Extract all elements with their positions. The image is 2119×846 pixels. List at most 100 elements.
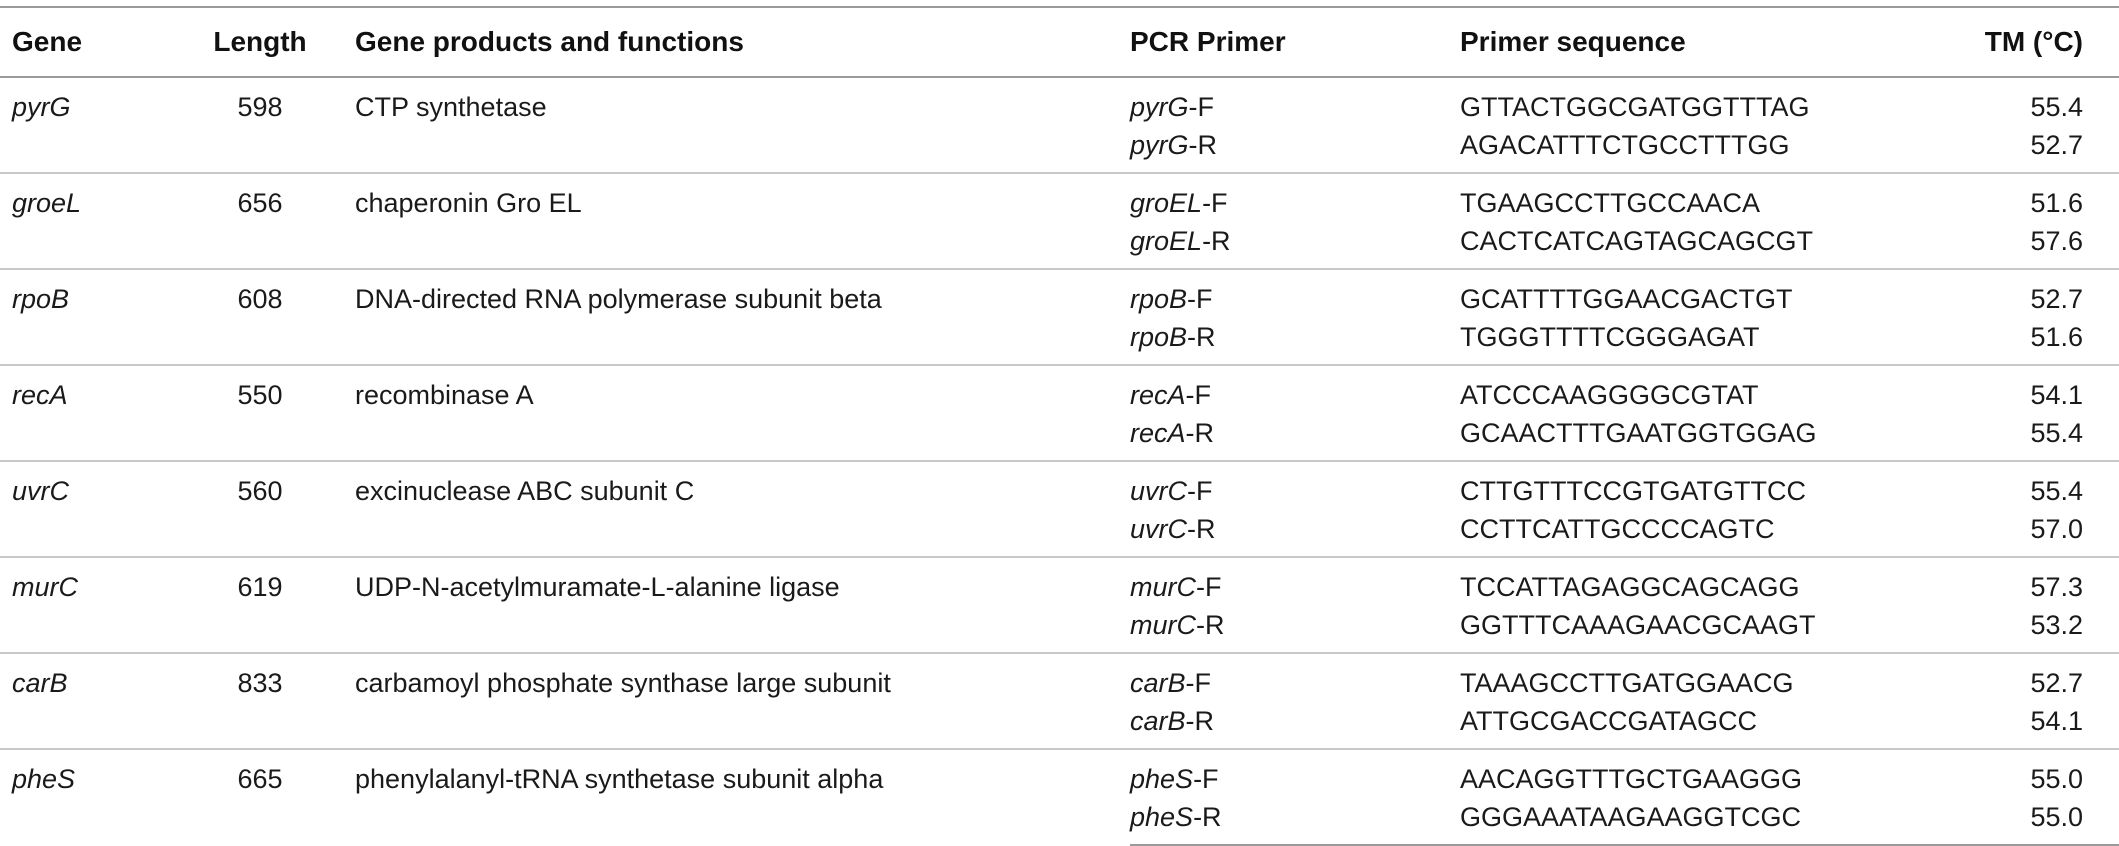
primer-suffix: -R <box>1202 226 1231 256</box>
table-row: rpoB-R TGGGTTTTCGGGAGAT 51.6 <box>0 318 2119 365</box>
primer-sequence: AACAGGTTTGCTGAAGGG <box>1460 748 1890 798</box>
gene-product: recombinase A <box>355 364 1130 461</box>
table-row: murC-R GGTTTCAAAGAACGCAAGT 53.2 <box>0 606 2119 653</box>
table-row: recA-R GCAACTTTGAATGGTGGAG 55.4 <box>0 414 2119 461</box>
primer-sequence: TGAAGCCTTGCCAACA <box>1460 172 1890 222</box>
primer-gene: carB <box>1130 668 1186 698</box>
primer-gene: murC <box>1130 610 1196 640</box>
table-body: pyrG 598 CTP synthetase pyrG-F GTTACTGGC… <box>0 77 2119 846</box>
header-length: Length <box>213 26 307 57</box>
primer-sequence: CTTGTTTCCGTGATGTTCC <box>1460 460 1890 510</box>
primer-sequence: TCCATTAGAGGCAGCAGG <box>1460 556 1890 606</box>
primer-tm: 57.6 <box>2030 226 2083 256</box>
table-row: groeL 656 chaperonin Gro EL groEL-F TGAA… <box>0 172 2119 269</box>
primer-sequence: TGGGTTTTCGGGAGAT <box>1460 322 1760 352</box>
primer-suffix: -F <box>1185 668 1212 698</box>
primer-name: pyrG-F <box>1130 77 1460 126</box>
primer-name: carB-R <box>1130 702 1460 749</box>
primer-gene: recA <box>1130 380 1186 410</box>
primer-tm: 51.6 <box>2030 322 2083 352</box>
primer-tm: 54.1 <box>2030 706 2083 736</box>
primer-suffix: -R <box>1188 130 1218 160</box>
primer-suffix: -R <box>1185 706 1215 736</box>
primer-gene: uvrC <box>1130 476 1188 506</box>
gene-product: chaperonin Gro EL <box>355 172 1130 269</box>
primer-suffix: -R <box>1187 514 1216 544</box>
gene-name: murC <box>0 556 165 653</box>
table-row: pyrG 598 CTP synthetase pyrG-F GTTACTGGC… <box>0 77 2119 126</box>
table-row: pyrG-R AGACATTTCTGCCTTTGG 52.7 <box>0 126 2119 173</box>
primer-tm: 52.7 <box>1890 652 2119 702</box>
gene-name: groeL <box>0 172 165 269</box>
primer-gene: murC <box>1130 572 1196 602</box>
primer-tm: 53.2 <box>2030 610 2083 640</box>
primer-gene: carB <box>1130 706 1186 736</box>
primer-tm: 55.0 <box>1890 798 2119 846</box>
gene-length: 833 <box>165 652 355 749</box>
primer-tm: 55.4 <box>1890 460 2119 510</box>
gene-name: recA <box>0 364 165 461</box>
primer-sequence: GGTTTCAAAGAACGCAAGT <box>1460 610 1816 640</box>
primer-gene: pheS <box>1130 764 1194 794</box>
primer-gene: groEL <box>1130 226 1203 256</box>
primer-gene: uvrC <box>1130 514 1188 544</box>
primer-name: pheS-F <box>1130 748 1460 798</box>
header-primer-sequence: Primer sequence <box>1460 26 1686 57</box>
header-products: Gene products and functions <box>355 26 744 57</box>
gene-length: 550 <box>165 364 355 461</box>
gene-product: excinuclease ABC subunit C <box>355 460 1130 557</box>
primer-sequence: CACTCATCAGTAGCAGCGT <box>1460 226 1814 256</box>
primer-gene: groEL <box>1130 188 1203 218</box>
table-row: uvrC-R CCTTCATTGCCCCAGTC 57.0 <box>0 510 2119 557</box>
table-row: murC 619 UDP-N-acetylmuramate-L-alanine … <box>0 556 2119 653</box>
primer-name: carB-F <box>1130 652 1460 702</box>
primer-suffix: -F <box>1202 188 1228 218</box>
primer-suffix: -R <box>1193 802 1222 832</box>
primer-name: groEL-R <box>1130 222 1460 269</box>
table-row: uvrC 560 excinuclease ABC subunit C uvrC… <box>0 460 2119 557</box>
primer-tm: 55.4 <box>2030 92 2083 122</box>
primer-name: pyrG-R <box>1130 126 1460 173</box>
primer-sequence: ATCCCAAGGGGCGTAT <box>1460 364 1890 414</box>
primer-name: uvrC-F <box>1130 460 1460 510</box>
primer-name: groEL-F <box>1130 172 1460 222</box>
table-row: rpoB 608 DNA-directed RNA polymerase sub… <box>0 268 2119 365</box>
gene-name: pyrG <box>12 92 71 122</box>
primer-sequence: TAAAGCCTTGATGGAACG <box>1460 652 1890 702</box>
gene-length: 598 <box>237 92 283 122</box>
header-tm: TM (°C) <box>1984 26 2083 57</box>
primer-table: Gene Length Gene products and functions … <box>0 6 2119 846</box>
primer-suffix: -F <box>1188 92 1214 122</box>
gene-name: rpoB <box>0 268 165 365</box>
primer-gene: pyrG <box>1130 130 1189 160</box>
primer-suffix: -F <box>1187 476 1213 506</box>
primer-tm: 55.0 <box>1890 748 2119 798</box>
gene-length: 665 <box>165 748 355 845</box>
gene-product: carbamoyl phosphate synthase large subun… <box>355 652 1130 749</box>
primer-gene: pheS <box>1130 802 1194 832</box>
primer-sequence: GCATTTTGGAACGACTGT <box>1460 268 1890 318</box>
table-row: groEL-R CACTCATCAGTAGCAGCGT 57.6 <box>0 222 2119 269</box>
header-gene: Gene <box>12 26 83 57</box>
table-row: carB 833 carbamoyl phosphate synthase la… <box>0 652 2119 749</box>
gene-product: UDP-N-acetylmuramate-L-alanine ligase <box>355 556 1130 653</box>
primer-sequence: GTTACTGGCGATGGTTTAG <box>1460 92 1810 122</box>
gene-length: 619 <box>165 556 355 653</box>
primer-gene: rpoB <box>1130 284 1188 314</box>
primer-name: rpoB-R <box>1130 318 1460 365</box>
primer-suffix: -F <box>1193 764 1219 794</box>
primer-tm: 54.1 <box>1890 364 2119 414</box>
gene-product: phenylalanyl-tRNA synthetase subunit alp… <box>355 748 1130 845</box>
primer-tm: 57.3 <box>1890 556 2119 606</box>
gene-length: 560 <box>165 460 355 557</box>
primer-gene: recA <box>1130 418 1186 448</box>
primer-sequence: AGACATTTCTGCCTTTGG <box>1460 130 1790 160</box>
primer-suffix: -R <box>1185 418 1215 448</box>
primer-suffix: -F <box>1187 284 1213 314</box>
header-pcr-primer: PCR Primer <box>1130 26 1286 57</box>
primer-suffix: -R <box>1196 610 1225 640</box>
gene-name: uvrC <box>0 460 165 557</box>
primer-tm: 52.7 <box>2030 130 2083 160</box>
primer-suffix: -R <box>1187 322 1216 352</box>
gene-product: DNA-directed RNA polymerase subunit beta <box>355 268 1130 365</box>
